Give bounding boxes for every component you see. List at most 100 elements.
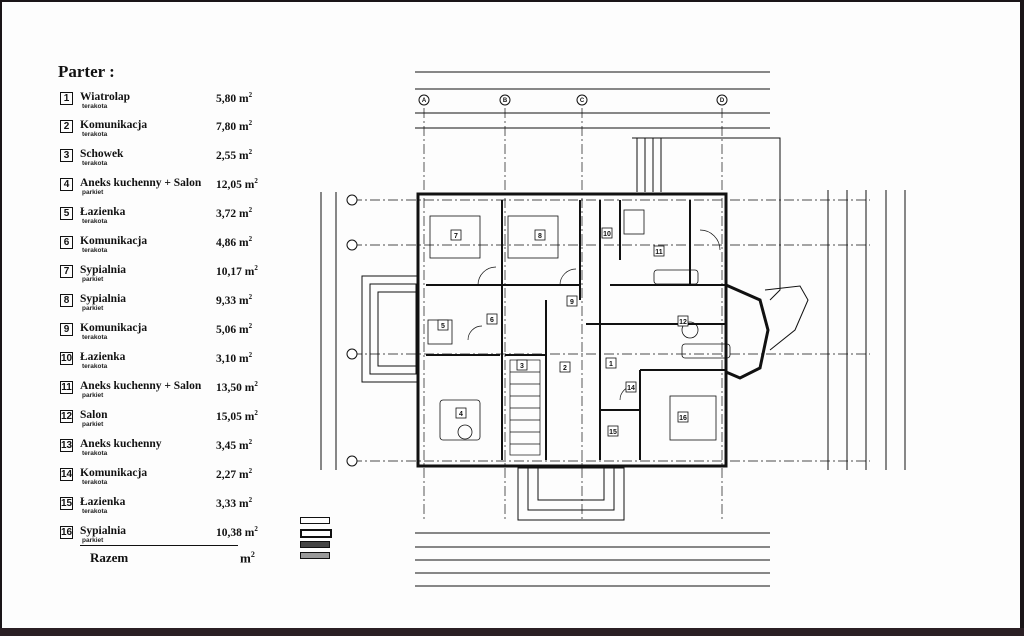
room-floor: parkiet: [82, 305, 104, 312]
room-area: 2,55 m2: [216, 148, 253, 162]
axis-label: D: [720, 98, 725, 104]
room-floor: terakota: [82, 218, 108, 225]
room-floor: terakota: [82, 508, 108, 515]
axis-label: C: [580, 98, 585, 104]
room-tag: 4: [459, 411, 463, 418]
room-tag: 6: [490, 317, 494, 324]
room-floor: parkiet: [82, 392, 104, 399]
room-floor: terakota: [82, 334, 108, 341]
room-name: Sypialnia: [80, 293, 127, 305]
room-tag: 3: [520, 363, 524, 370]
room-area: 7,80 m2: [216, 119, 253, 133]
room-name: Łazienka: [80, 496, 126, 508]
room-area: 10,17 m2: [216, 264, 258, 278]
room-tag: 15: [609, 429, 617, 436]
axis-label: A: [422, 98, 427, 104]
room-floor: parkiet: [82, 189, 104, 196]
room-number: 15: [60, 497, 73, 510]
room-floor: parkiet: [82, 537, 104, 544]
room-name: Komunikacja: [80, 119, 148, 131]
total-rule: [80, 545, 238, 546]
room-number: 2: [60, 120, 73, 133]
room-number: 4: [60, 178, 73, 191]
room-name: Komunikacja: [80, 467, 148, 479]
room-area: 3,10 m2: [216, 351, 253, 365]
room-floor: terakota: [82, 363, 108, 370]
room-area: 3,72 m2: [216, 206, 253, 220]
drawing-sheet: [2, 2, 1020, 628]
room-floor: terakota: [82, 247, 108, 254]
room-tag: 16: [679, 415, 687, 422]
room-number: 10: [60, 352, 73, 365]
room-number: 13: [60, 439, 73, 452]
room-number: 12: [60, 410, 73, 423]
room-area: 2,27 m2: [216, 467, 253, 481]
room-name: Aneks kuchenny: [80, 438, 162, 450]
room-area: 4,86 m2: [216, 235, 253, 249]
room-area: 13,50 m2: [216, 380, 258, 394]
room-tag: 7: [454, 233, 458, 240]
room-area: 10,38 m2: [216, 525, 258, 539]
room-tag: 14: [627, 385, 635, 392]
room-tag: 1: [609, 361, 613, 368]
room-floor: terakota: [82, 103, 108, 110]
legend-item: [300, 517, 420, 525]
room-number: 16: [60, 526, 73, 539]
room-name: Schowek: [80, 148, 124, 160]
room-number: 1: [60, 92, 73, 105]
room-number: 9: [60, 323, 73, 336]
room-number: 11: [60, 381, 73, 394]
room-floor: terakota: [82, 160, 108, 167]
room-tag: 12: [679, 319, 687, 326]
room-tag: 9: [570, 299, 574, 306]
room-name: Sypialnia: [80, 525, 127, 537]
room-number: 6: [60, 236, 73, 249]
room-tag: 2: [563, 365, 567, 372]
room-number: 7: [60, 265, 73, 278]
legend-item: [300, 552, 420, 560]
room-name: Aneks kuchenny + Salon: [80, 380, 202, 392]
legend-item: [300, 529, 420, 538]
room-number: 3: [60, 149, 73, 162]
room-name: Komunikacja: [80, 235, 148, 247]
legend-item: [300, 541, 420, 549]
room-name: Komunikacja: [80, 322, 148, 334]
room-floor: parkiet: [82, 276, 104, 283]
room-area: 5,80 m2: [216, 91, 253, 105]
room-name: Łazienka: [80, 351, 126, 363]
room-floor: terakota: [82, 479, 108, 486]
room-area: 3,33 m2: [216, 496, 253, 510]
room-floor: terakota: [82, 131, 108, 138]
room-name: Łazienka: [80, 206, 126, 218]
room-area: 15,05 m2: [216, 409, 258, 423]
room-name: Aneks kuchenny + Salon: [80, 177, 202, 189]
room-tag: 11: [655, 249, 663, 256]
room-tag: 8: [538, 233, 542, 240]
room-name: Salon: [80, 409, 108, 421]
room-number: 14: [60, 468, 73, 481]
room-name: Wiatrolap: [80, 91, 131, 103]
room-number: 8: [60, 294, 73, 307]
total-unit: m2: [240, 550, 255, 566]
room-floor: terakota: [82, 450, 108, 457]
bottom-edge: [0, 628, 1024, 636]
room-area: 12,05 m2: [216, 177, 258, 191]
room-number: 5: [60, 207, 73, 220]
room-area: 9,33 m2: [216, 293, 253, 307]
room-tag: 5: [441, 323, 445, 330]
